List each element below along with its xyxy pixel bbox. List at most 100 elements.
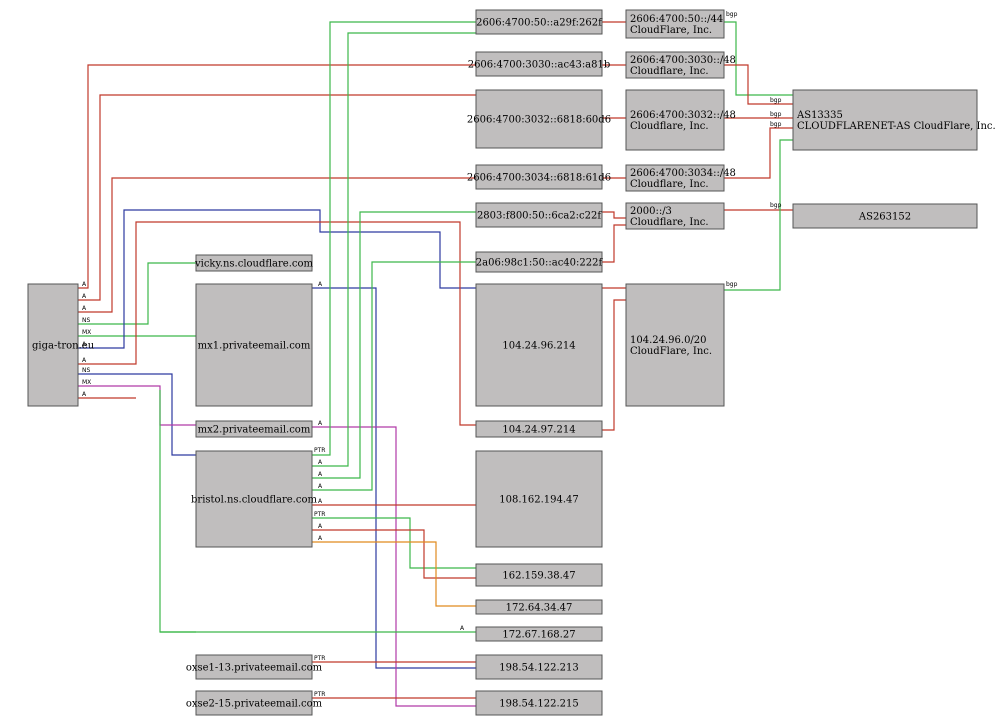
node-label: 104.24.97.214 [502, 425, 575, 436]
node-label: AS263152 [858, 212, 911, 223]
edge-label-33: bgp [770, 97, 782, 104]
node-as-2[interactable]: AS263152 [792, 203, 978, 229]
node-ns-vicky[interactable]: vicky.ns.cloudflare.com [194, 254, 314, 272]
edge-label-1: A [82, 293, 87, 300]
node-label: mx2.privateemail.com [198, 425, 311, 436]
node-box [195, 283, 313, 407]
node-label: CloudFlare, Inc. [630, 346, 712, 357]
node-box [195, 420, 313, 438]
node-oxse-2[interactable]: oxse2-15.privateemail.com [186, 690, 323, 716]
edge-label-23: PTR [314, 691, 325, 698]
node-box [475, 450, 603, 548]
node-box [475, 420, 603, 438]
node-ip4-1[interactable]: 104.24.96.214 [475, 283, 603, 407]
node-box [475, 654, 603, 680]
node-label: 172.64.34.47 [506, 603, 573, 614]
edge-15 [312, 261, 476, 491]
node-label: Cloudflare, Inc. [630, 121, 709, 132]
node-label: AS13335 [796, 110, 843, 121]
edge-37 [724, 139, 793, 291]
node-ip6-5[interactable]: 2803:f800:50::6ca2:c22f [475, 202, 603, 228]
edge-label-4: MX [82, 329, 91, 336]
edge-label-15: A [318, 483, 323, 490]
edge-label-22: PTR [314, 655, 325, 662]
node-domain[interactable]: giga-tron.eu [27, 283, 95, 407]
edge-label-5: A [82, 341, 87, 348]
node-ns-bristol[interactable]: bristol.ns.cloudflare.com [191, 450, 317, 548]
edge-33 [724, 64, 793, 105]
node-label: 2606:4700:3034::/48 [630, 168, 736, 179]
node-box [195, 690, 313, 716]
node-ip4-4[interactable]: 162.159.38.47 [475, 563, 603, 587]
node-box [475, 51, 603, 77]
node-ip6-3[interactable]: 2606:4700:3032::6818:60d6 [467, 89, 611, 149]
node-label: Cloudflare, Inc. [630, 217, 709, 228]
edge-label-21: A [460, 625, 465, 632]
node-ip4-6[interactable]: 172.67.168.27 [475, 626, 603, 642]
node-label: 2606:4700:50::a29f:262f [476, 18, 603, 29]
edge-label-19: A [318, 535, 323, 542]
node-label: Cloudflare, Inc. [630, 179, 709, 190]
edge-8 [78, 385, 196, 426]
edge-label-32: bgp [726, 11, 738, 18]
edge-14 [312, 211, 476, 479]
node-label: 2000::/3 [630, 206, 672, 217]
node-ip4-8[interactable]: 198.54.122.215 [475, 690, 603, 716]
node-ip6-1[interactable]: 2606:4700:50::a29f:262f [475, 9, 603, 35]
node-label: 2606:4700:3030::ac43:a81b [468, 60, 611, 71]
node-box [475, 599, 603, 615]
node-mx-2[interactable]: mx2.privateemail.com [195, 420, 313, 438]
node-label: Cloudflare, Inc. [630, 66, 709, 77]
node-label: 2606:4700:3032::/48 [630, 110, 736, 121]
node-box [475, 164, 603, 190]
node-ip4-2[interactable]: 104.24.97.214 [475, 420, 603, 438]
node-ip4-7[interactable]: 198.54.122.213 [475, 654, 603, 680]
edge-7 [78, 373, 196, 456]
nodes-layer: giga-tron.eu2606:4700:50::a29f:262f2606:… [27, 9, 996, 716]
node-box [792, 203, 978, 229]
node-box [792, 89, 978, 151]
node-ip4-5[interactable]: 172.64.34.47 [475, 599, 603, 615]
node-ip6-4[interactable]: 2606:4700:3034::6818:61d6 [467, 164, 611, 190]
node-box [27, 283, 79, 407]
edge-label-9: A [82, 391, 87, 398]
node-box [475, 283, 603, 407]
edge-0 [78, 64, 476, 289]
node-oxse-1[interactable]: oxse1-13.privateemail.com [186, 654, 323, 680]
node-box [195, 254, 313, 272]
edge-label-35: bgp [770, 121, 782, 128]
edge-19 [312, 541, 476, 607]
edge-32 [724, 21, 793, 96]
node-box [475, 690, 603, 716]
edge-label-34: bgp [770, 111, 782, 118]
node-ip4-3[interactable]: 108.162.194.47 [475, 450, 603, 548]
edge-18 [312, 529, 476, 579]
node-label: 2606:4700:3032::6818:60d6 [467, 115, 611, 126]
node-box [475, 563, 603, 587]
node-ip6-2[interactable]: 2606:4700:3030::ac43:a81b [468, 51, 611, 77]
node-mx-1[interactable]: mx1.privateemail.com [195, 283, 313, 407]
edge-13 [312, 32, 476, 467]
node-box [625, 283, 725, 407]
node-ip6-6[interactable]: 2a06:98c1:50::ac40:222f [475, 251, 604, 273]
node-box [195, 654, 313, 680]
node-label: 104.24.96.0/20 [630, 335, 707, 346]
node-box [475, 9, 603, 35]
node-box [475, 202, 603, 228]
edge-3 [78, 262, 196, 325]
node-label: mx1.privateemail.com [198, 341, 311, 352]
edge-label-37: bgp [726, 281, 738, 288]
edge-label-0: A [82, 281, 87, 288]
edge-28 [602, 211, 626, 219]
node-label: 2606:4700:50::/44 [630, 14, 723, 25]
node-label: oxse1-13.privateemail.com [186, 663, 323, 674]
edge-label-17: PTR [314, 511, 325, 518]
